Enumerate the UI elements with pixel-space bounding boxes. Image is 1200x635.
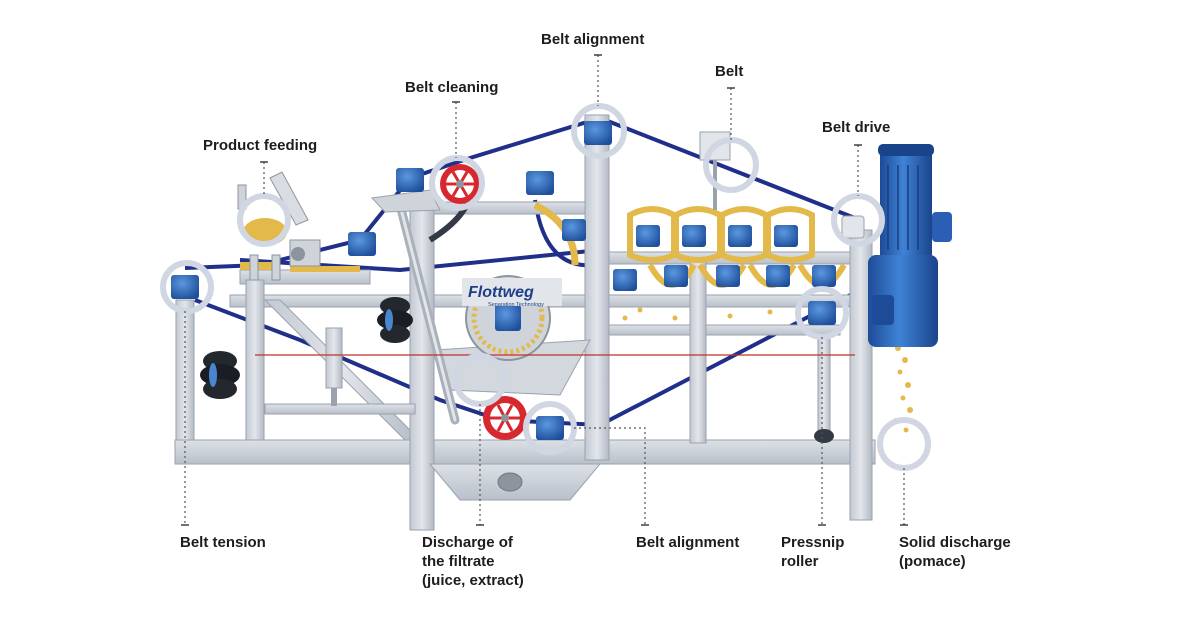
logo-tagline: Separation Technology bbox=[488, 302, 544, 308]
leader-lines bbox=[184, 55, 905, 525]
callout-ring-product-feeding bbox=[237, 193, 291, 247]
cleaning-wheel-bottom bbox=[483, 396, 527, 440]
callout-ring-belt-tension bbox=[160, 260, 214, 314]
label-solid-discharge-line2: (pomace) bbox=[899, 553, 966, 570]
label-belt-alignment-top: Belt alignment bbox=[541, 31, 645, 48]
label-discharge-filtrate-line2: the filtrate bbox=[422, 553, 495, 570]
cleaning-wheel-top bbox=[440, 164, 480, 204]
label-pressnip-roller-line2: roller bbox=[781, 553, 819, 570]
leader-ticks bbox=[181, 54, 908, 526]
belt-drive-motor bbox=[841, 144, 952, 347]
callout-ring-belt-cleaning bbox=[429, 155, 485, 211]
callout-ring-solid-discharge bbox=[877, 417, 931, 471]
label-pressnip-roller: Pressnip roller bbox=[781, 533, 844, 571]
callout-ring-belt-alignment-top bbox=[571, 103, 627, 159]
label-belt-tension: Belt tension bbox=[180, 534, 266, 551]
label-pressnip-roller-line1: Pressnip bbox=[781, 534, 845, 551]
label-belt-cleaning: Belt cleaning bbox=[405, 79, 499, 96]
label-belt-alignment-bottom: Belt alignment bbox=[636, 534, 740, 551]
air-bellows bbox=[200, 297, 413, 399]
label-solid-discharge-line1: Solid discharge bbox=[899, 534, 1011, 551]
label-discharge-filtrate-line3: (juice, extract) bbox=[422, 572, 524, 589]
flottweg-logo: Flottweg Separation Technology bbox=[462, 278, 562, 308]
label-belt: Belt bbox=[715, 63, 744, 80]
label-discharge-filtrate: Discharge of the filtrate (juice, extrac… bbox=[422, 533, 524, 590]
label-product-feeding: Product feeding bbox=[203, 137, 318, 154]
label-discharge-filtrate-line1: Discharge of bbox=[422, 534, 513, 551]
label-belt-drive: Belt drive bbox=[822, 119, 891, 136]
logo-wordmark: Flottweg bbox=[468, 284, 534, 301]
label-solid-discharge: Solid discharge (pomace) bbox=[899, 533, 1011, 571]
roller-bearings bbox=[171, 121, 836, 440]
